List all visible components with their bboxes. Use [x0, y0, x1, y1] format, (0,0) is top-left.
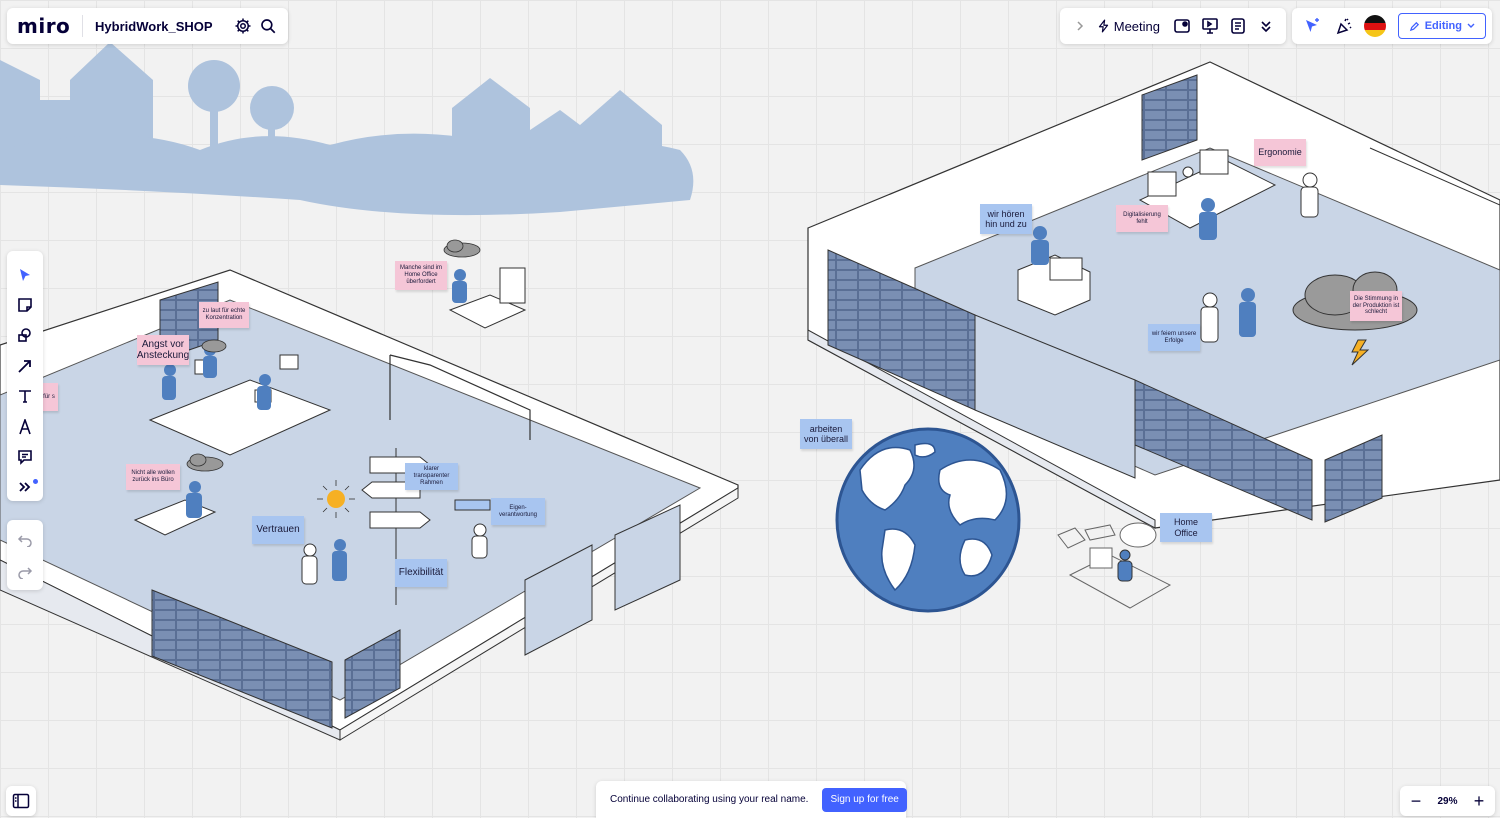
undo-icon — [17, 535, 32, 547]
cursor-icon — [20, 268, 30, 281]
sticky-note[interactable]: Manche sind im Home Office überfordert — [395, 261, 447, 290]
meeting-label: Meeting — [1113, 18, 1160, 34]
sticky-note-icon — [18, 298, 32, 312]
redo-icon — [18, 567, 33, 579]
more-tools-icon — [19, 482, 31, 492]
meeting-button[interactable]: Meeting — [1094, 12, 1164, 40]
sticky-note-tool[interactable] — [11, 291, 39, 318]
sticky-note[interactable]: Eigen-verantwortung — [491, 498, 545, 525]
celebrate-icon[interactable] — [1330, 12, 1358, 40]
divider — [82, 15, 84, 37]
comment-icon — [18, 450, 32, 465]
comment-tool[interactable] — [11, 443, 39, 470]
chevron-down-icon — [1467, 23, 1475, 28]
screen-share-icon[interactable] — [1168, 12, 1196, 40]
redo-button[interactable] — [11, 558, 39, 586]
sticky-note[interactable]: wir hören hin und zu — [980, 204, 1032, 234]
more-tools-button[interactable] — [11, 474, 39, 501]
history-toolbar — [7, 520, 43, 590]
globe-illustration — [835, 427, 1021, 613]
sticky-note[interactable]: Angst vor Ansteckung — [137, 335, 189, 365]
miro-logo[interactable]: miro — [17, 14, 71, 38]
sticky-note[interactable]: wir feiern unsere Erfolge — [1148, 324, 1200, 351]
zoom-controls: − 29% + — [1400, 786, 1495, 816]
sidebar-icon — [12, 793, 30, 809]
lightning-icon — [1098, 19, 1109, 33]
notification-dot — [33, 478, 38, 484]
sticky-note[interactable]: klarer transparenter Rahmen — [405, 463, 458, 490]
right-office-illustration — [807, 61, 1500, 529]
zoom-level[interactable]: 29% — [1437, 795, 1458, 807]
search-icon[interactable] — [257, 12, 278, 40]
text-icon — [19, 390, 31, 403]
select-tool[interactable] — [11, 261, 39, 288]
avatar[interactable] — [1364, 15, 1386, 37]
board-title[interactable]: HybridWork_SHOP — [95, 18, 213, 34]
creation-toolbar — [7, 251, 43, 501]
arrow-tool[interactable] — [11, 352, 39, 379]
notes-icon[interactable] — [1224, 12, 1252, 40]
sticky-note[interactable]: für s — [40, 383, 58, 411]
sign-up-button[interactable]: Sign up for free — [822, 787, 907, 812]
shapes-icon — [18, 328, 31, 343]
text-tool[interactable] — [11, 383, 39, 410]
chevron-double-down-icon[interactable] — [1252, 12, 1280, 40]
left-office-illustration — [0, 239, 739, 741]
board-header: miro HybridWork_SHOP — [7, 8, 288, 44]
sticky-note[interactable]: Nicht alle wollen zurück ins Büro — [126, 464, 180, 490]
sticky-note[interactable]: arbeiten von überall — [800, 419, 852, 449]
pen-tool[interactable] — [11, 413, 39, 440]
skyline-illustration — [0, 42, 694, 216]
editing-label: Editing — [1424, 20, 1462, 32]
panels-toggle-button[interactable] — [6, 786, 36, 816]
sticky-note[interactable]: Ergonomie — [1254, 139, 1306, 166]
sticky-note[interactable]: Flexibilität — [395, 559, 447, 587]
undo-button[interactable] — [11, 526, 39, 554]
sticky-note[interactable]: Digitalisierung fehlt — [1116, 205, 1168, 232]
sticky-note[interactable]: Die Stimmung in der Produktion ist schle… — [1350, 291, 1402, 321]
sticky-note[interactable]: Home Office — [1160, 513, 1212, 542]
sun-illustration — [317, 480, 355, 518]
user-toolbar: Editing — [1292, 8, 1492, 44]
arrow-icon — [18, 359, 31, 373]
gear-icon[interactable] — [233, 12, 254, 40]
sticky-note[interactable]: Vertrauen — [252, 516, 304, 544]
home-office-illustration — [1057, 522, 1172, 609]
banner-text: Continue collaborating using your real n… — [610, 794, 809, 805]
pen-icon — [19, 418, 31, 434]
shapes-tool[interactable] — [11, 322, 39, 349]
zoom-out-button[interactable]: − — [1410, 791, 1422, 811]
signup-banner: Continue collaborating using your real n… — [596, 781, 907, 818]
collaboration-toolbar: Meeting — [1060, 8, 1286, 44]
sticky-note[interactable]: zu laut für echte Konzentration — [199, 302, 249, 328]
editing-mode-button[interactable]: Editing — [1397, 13, 1486, 39]
chevron-right-icon[interactable] — [1066, 12, 1094, 40]
presentation-icon[interactable] — [1196, 12, 1224, 40]
cursor-follow-icon[interactable] — [1298, 12, 1326, 40]
pencil-icon — [1409, 21, 1419, 31]
zoom-in-button[interactable]: + — [1473, 791, 1485, 811]
